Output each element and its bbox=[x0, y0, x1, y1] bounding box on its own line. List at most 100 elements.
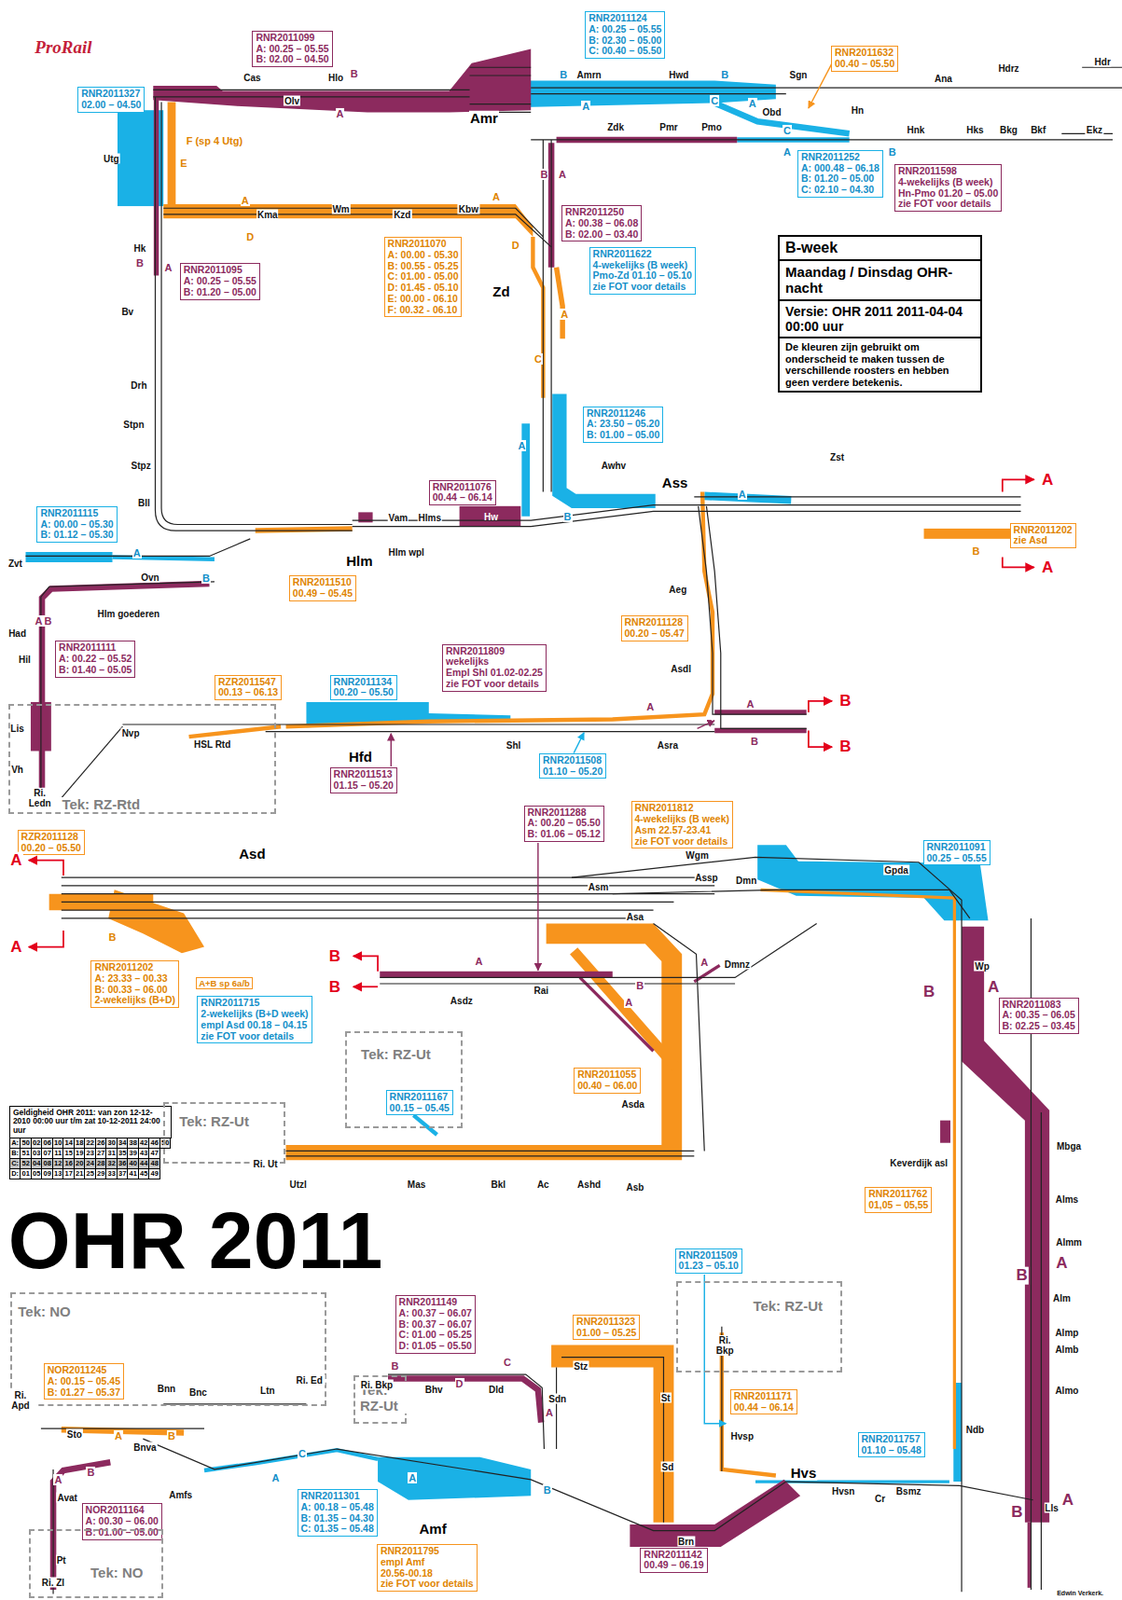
track-line bbox=[1081, 67, 1122, 69]
station-name: Lis bbox=[9, 722, 25, 734]
schedule-text: zie FOT voor details bbox=[898, 198, 998, 210]
station-name: Mas bbox=[406, 1178, 427, 1190]
track-line bbox=[706, 506, 806, 730]
track-letter: B bbox=[749, 735, 760, 748]
station-name: Ekz bbox=[1085, 124, 1104, 136]
schedule-text: A: 00.30 – 06.00 bbox=[85, 1516, 159, 1528]
sheet-reference: Tek: NO bbox=[15, 1304, 72, 1321]
schedule-box: RNR201163200.40 – 05.50 bbox=[831, 45, 899, 72]
week-cell: 35 bbox=[117, 1149, 129, 1160]
schedule-text: B: 02.30 – 05.00 bbox=[588, 35, 662, 47]
week-cell: 23 bbox=[84, 1149, 97, 1160]
station-name: Hdr bbox=[1094, 55, 1112, 67]
week-cell: 45 bbox=[138, 1169, 151, 1180]
station-name: Bv bbox=[120, 305, 135, 317]
station-name: Asra bbox=[656, 740, 679, 751]
track-letter: B bbox=[1010, 1504, 1024, 1523]
possession-band bbox=[41, 583, 209, 789]
schedule-box: RNR20118124-wekelijks (B week)Asm 22.57-… bbox=[631, 801, 735, 849]
track-line bbox=[555, 1367, 557, 1450]
station-name: Alms bbox=[1054, 1194, 1080, 1206]
schedule-code: RNR2011301 bbox=[301, 1491, 374, 1503]
week-cell: 24 bbox=[84, 1159, 97, 1170]
schedule-text: 00.40 – 06.00 bbox=[577, 1080, 638, 1093]
schedule-code: RNR2011246 bbox=[586, 408, 660, 420]
schedule-code: RNR2011513 bbox=[333, 769, 394, 781]
track-letter: A bbox=[335, 107, 346, 119]
station-name: Asda bbox=[620, 1099, 645, 1110]
track-letter: B bbox=[166, 1430, 177, 1442]
track-letter: A bbox=[737, 488, 748, 500]
station-name: Ltn bbox=[259, 1385, 277, 1396]
continuation-letter: B bbox=[838, 738, 852, 757]
station-name: Assp bbox=[693, 872, 719, 884]
track-line bbox=[154, 96, 352, 531]
schedule-box: RNR201175701.10 – 05.48 bbox=[858, 1432, 926, 1459]
schedule-text: B: 01.40 – 05.05 bbox=[58, 664, 132, 677]
possession-band bbox=[1027, 1523, 1031, 1589]
schedule-text: B: 01.20 – 05.00 bbox=[801, 173, 880, 185]
schedule-text: 01.15 – 05.20 bbox=[333, 780, 394, 792]
continuation-arrow bbox=[808, 731, 832, 748]
station-name: Ri. Apd bbox=[3, 1390, 37, 1412]
schedule-text: D: 01.45 - 05.10 bbox=[387, 282, 459, 294]
track-letter: B bbox=[558, 69, 568, 81]
track-letter: B bbox=[563, 511, 573, 523]
schedule-text: 00.40 – 05.50 bbox=[834, 58, 895, 70]
schedule-text: 00.25 – 05.55 bbox=[927, 853, 987, 865]
station-name: Asm bbox=[587, 882, 610, 893]
station-name: Ashd bbox=[576, 1178, 602, 1190]
station-name: Hlms bbox=[417, 512, 443, 524]
station-name: Ri. Ed bbox=[292, 1374, 326, 1386]
schedule-box: RNR20117152-wekelijks (B+D week)empl Asd… bbox=[196, 996, 312, 1044]
schedule-text: B: 01.27 – 05.37 bbox=[47, 1387, 121, 1400]
station-name: Vam bbox=[387, 512, 410, 524]
week-cell: 16 bbox=[63, 1159, 75, 1170]
track-letter: C bbox=[533, 353, 543, 365]
schedule-text: 01.00 – 05.25 bbox=[576, 1328, 637, 1340]
station-name: Stpz bbox=[130, 460, 153, 471]
schedule-code: RNR2011715 bbox=[200, 997, 308, 1010]
schedule-code: RNR2011622 bbox=[593, 249, 693, 261]
week-cell: 34 bbox=[117, 1138, 129, 1150]
station-name: Vh bbox=[10, 764, 25, 776]
track-letter: A bbox=[113, 1430, 124, 1442]
week-cell: 11 bbox=[53, 1149, 65, 1160]
week-cell: 04 bbox=[31, 1159, 43, 1170]
schedule-box: RNR201114200.49 – 06.19 bbox=[639, 1548, 707, 1575]
week-cell: 50 bbox=[160, 1138, 172, 1150]
week-cell: 47 bbox=[149, 1149, 161, 1160]
schedule-text: Versie: OHR 2011 2011-04-04 00:00 uur bbox=[779, 301, 981, 339]
station-name: Dld bbox=[487, 1384, 505, 1395]
station-name: Hlm wpl bbox=[387, 547, 426, 558]
track-line bbox=[152, 96, 470, 97]
track-letter: B bbox=[635, 980, 645, 992]
schedule-box: RNR201113400.20 – 05.50 bbox=[330, 675, 398, 702]
possession-band bbox=[152, 49, 531, 113]
sheet-reference: Tek: RZ-Ut bbox=[750, 1299, 825, 1316]
schedule-box: RNR20115984-wekelijks (B week)Hn-Pmo 01.… bbox=[894, 164, 1002, 212]
station-name: Avat bbox=[56, 1492, 79, 1503]
track-letter: C bbox=[782, 124, 792, 137]
schedule-code: RNR2011055 bbox=[577, 1069, 638, 1081]
schedule-code: RNR2011632 bbox=[834, 47, 895, 59]
week-info-panel: B-weekMaandag / Dinsdag OHR-nachtVersie:… bbox=[777, 235, 983, 394]
week-cell: 51 bbox=[20, 1149, 32, 1160]
track-line bbox=[25, 67, 1122, 1594]
schedule-box: RNR2011083A: 00.35 – 06.05B: 02.25 – 03.… bbox=[998, 997, 1080, 1035]
track-line bbox=[161, 101, 353, 525]
week-cell: 26 bbox=[96, 1138, 108, 1150]
track-letter: E bbox=[179, 157, 188, 169]
validity-note: Geldigheid OHR 2011: van zon 12-12-2010 … bbox=[9, 1106, 172, 1139]
station-name: Almo bbox=[1053, 1385, 1080, 1396]
week-cell: 29 bbox=[96, 1169, 108, 1180]
track-letter: A bbox=[53, 1474, 63, 1486]
schedule-text: 2-wekelijks (B+D) bbox=[94, 995, 176, 1007]
continuation-arrow bbox=[28, 930, 64, 948]
schedule-code: RNR2011288 bbox=[527, 807, 601, 819]
schedule-text: A: 00.37 – 06.07 bbox=[399, 1308, 472, 1320]
schedule-text: Empl Shl 01.02-02.25 bbox=[445, 667, 543, 679]
track-line bbox=[163, 1403, 306, 1405]
station-name: Cr bbox=[873, 1493, 887, 1504]
track-letter: A bbox=[407, 1472, 417, 1484]
